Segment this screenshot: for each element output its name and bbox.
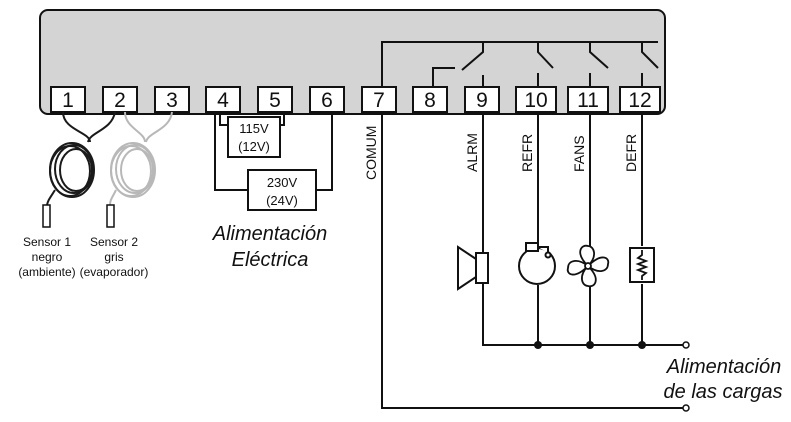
terminal-number: 1 — [62, 89, 74, 112]
voltage-24-label: (24V) — [266, 193, 298, 208]
voltage-12-label: (12V) — [238, 139, 270, 154]
terminal-number: 10 — [524, 89, 547, 112]
load-supply-title: Alimentación — [666, 356, 782, 378]
sensor-1-cable — [46, 111, 116, 206]
load-supply-subtitle: de las cargas — [664, 381, 783, 403]
terminal-6[interactable]: 6 — [309, 86, 345, 113]
terminal-number: 4 — [217, 89, 229, 112]
label-comum: COMUM — [363, 126, 379, 180]
power-supply-subtitle: Eléctrica — [232, 249, 309, 271]
terminal-10[interactable]: 10 — [515, 86, 557, 113]
terminal-11[interactable]: 11 — [567, 86, 609, 113]
power-supply-wiring — [214, 112, 333, 191]
terminal-number: 5 — [269, 89, 281, 112]
sensor-1-probe — [42, 204, 51, 228]
load-junction-dot — [586, 341, 594, 349]
label-fans: FANS — [571, 135, 587, 172]
sensor-2-probe — [106, 204, 115, 228]
power-supply-title: Alimentación — [212, 223, 328, 245]
terminal-12[interactable]: 12 — [619, 86, 661, 113]
terminal-number: 8 — [424, 89, 436, 112]
terminal-1[interactable]: 1 — [50, 86, 86, 113]
terminal-number: 7 — [373, 89, 385, 112]
compressor-icon — [518, 242, 556, 285]
controller-housing — [39, 9, 666, 115]
load-wiring — [381, 112, 683, 409]
terminal-5[interactable]: 5 — [257, 86, 293, 113]
terminal-8[interactable]: 8 — [412, 86, 448, 113]
sensor-1-label: Sensor 1 — [23, 235, 71, 249]
sensor-1-color: negro — [32, 250, 63, 264]
load-supply-terminal — [682, 341, 690, 349]
label-alrm: ALRM — [464, 133, 480, 172]
terminal-4[interactable]: 4 — [205, 86, 241, 113]
sensor-2-color: gris — [104, 250, 123, 264]
sensor-1-location: (ambiente) — [18, 265, 75, 279]
terminal-3[interactable]: 3 — [154, 86, 190, 113]
relay-wiring — [381, 41, 659, 87]
fan-icon — [566, 244, 610, 288]
common-supply-terminal — [682, 404, 690, 412]
terminal-number: 6 — [321, 89, 333, 112]
terminal-7[interactable]: 7 — [361, 86, 397, 113]
voltage-230-label: 230V — [267, 175, 298, 190]
terminal-2[interactable]: 2 — [102, 86, 138, 113]
voltage-115-box: 115V (12V) — [227, 116, 281, 158]
label-refr: REFR — [519, 134, 535, 172]
load-junction-dot — [638, 341, 646, 349]
defrost-heater-icon — [629, 247, 655, 283]
terminal-number: 2 — [114, 89, 126, 112]
voltage-230-box: 230V (24V) — [247, 169, 317, 211]
alarm-speaker-icon — [457, 245, 489, 291]
sensor-2-location: (evaporador) — [80, 265, 149, 279]
sensor-2-label: Sensor 2 — [90, 235, 138, 249]
terminal-number: 11 — [577, 89, 599, 112]
voltage-115-label: 115V — [239, 121, 269, 136]
terminal-number: 3 — [166, 89, 178, 112]
terminal-number: 9 — [476, 89, 488, 112]
terminal-number: 12 — [628, 89, 651, 112]
label-defr: DEFR — [623, 134, 639, 172]
sensor-2-cable — [109, 111, 173, 206]
terminal-9[interactable]: 9 — [464, 86, 500, 113]
load-junction-dot — [534, 341, 542, 349]
